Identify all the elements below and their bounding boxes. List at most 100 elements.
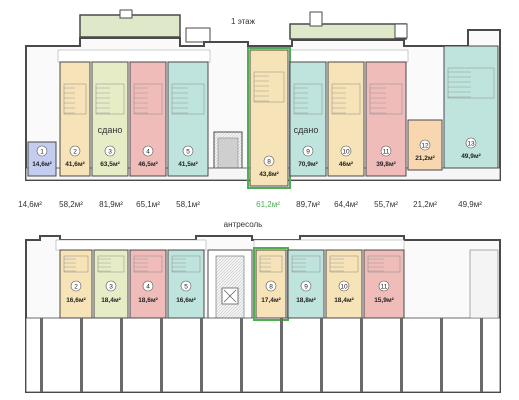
total-area-5: 58,1м² bbox=[176, 200, 200, 209]
unit-5[interactable]: 5 41,5м² bbox=[167, 61, 209, 177]
unit-area: 17,4м² bbox=[261, 297, 281, 304]
unit-number: 2 bbox=[74, 284, 78, 291]
unit-badge bbox=[419, 139, 431, 151]
unit-badge bbox=[69, 145, 81, 157]
mezz-unit-9[interactable]: 9 18,8м² bbox=[287, 249, 325, 319]
stair-icon bbox=[447, 67, 495, 99]
unit-badge bbox=[142, 280, 154, 292]
total-area-7: 89,7м² bbox=[296, 200, 320, 209]
total-area-2: 58,2м² bbox=[59, 200, 83, 209]
column-marker bbox=[480, 318, 483, 392]
unit-10[interactable]: 10 46м² bbox=[327, 61, 365, 177]
unit-area: 46м² bbox=[339, 161, 354, 168]
unit-badge bbox=[302, 145, 314, 157]
unit-area: 63,5м² bbox=[100, 161, 120, 168]
unit-badge bbox=[142, 145, 154, 157]
unit-5-area bbox=[167, 61, 209, 177]
unit-number: 3 bbox=[108, 149, 112, 156]
unit-badge bbox=[378, 280, 390, 292]
unit-area: 49,9м² bbox=[461, 153, 481, 160]
mezz-unit-3[interactable]: 318,4м² bbox=[93, 249, 129, 319]
unit-number: 4 bbox=[146, 149, 150, 156]
stair-icon bbox=[95, 83, 125, 115]
stair-icon bbox=[293, 83, 323, 115]
mezz-unit-5[interactable]: 516,6м² bbox=[167, 249, 205, 319]
column-marker bbox=[400, 318, 403, 392]
unit-9-area bbox=[289, 61, 327, 177]
stair-icon bbox=[133, 83, 163, 115]
mezz-unit-8[interactable]: 8 17,4м² bbox=[253, 247, 289, 321]
unit-area: 18,8м² bbox=[296, 297, 316, 304]
stair-icon bbox=[171, 83, 205, 115]
unit-number: 2 bbox=[73, 149, 77, 156]
column-marker bbox=[120, 318, 123, 392]
unit-badge bbox=[70, 280, 82, 292]
unit-11-area bbox=[365, 61, 407, 177]
mezz-unit-11[interactable]: 11 15,9м² bbox=[363, 249, 405, 319]
column-marker bbox=[320, 318, 323, 392]
stair-icon bbox=[331, 83, 361, 115]
unit-13[interactable]: 13 49,9м² bbox=[443, 45, 499, 169]
unit-10-area bbox=[327, 61, 365, 177]
total-area-9: 55,7м² bbox=[374, 200, 398, 209]
mezz-unit-4[interactable]: 4 18,6м² bbox=[129, 249, 167, 319]
unit-badge bbox=[182, 145, 194, 157]
total-area-8: 64,4м² bbox=[334, 200, 358, 209]
stair-icon bbox=[97, 255, 125, 273]
unit-badge bbox=[265, 280, 277, 292]
unit-number: 9 bbox=[304, 284, 308, 291]
unit-area: 46,5м² bbox=[138, 161, 158, 168]
stair-icon bbox=[259, 255, 283, 273]
unit-badge bbox=[36, 145, 48, 157]
total-area-4: 65,1м² bbox=[136, 200, 160, 209]
unit-area: 14,6м² bbox=[32, 161, 52, 168]
unit-13-area bbox=[443, 45, 499, 169]
unit-8[interactable]: 8 43,8м² bbox=[247, 47, 291, 189]
unit-number: 5 bbox=[186, 149, 190, 156]
unit-badge bbox=[340, 145, 352, 157]
unit-number: 11 bbox=[381, 284, 388, 291]
unit-badge bbox=[380, 145, 392, 157]
unit-badge bbox=[465, 137, 477, 149]
unit-area: 41,5м² bbox=[178, 161, 198, 168]
stair-icon bbox=[367, 255, 401, 273]
unit-area: 39,8м² bbox=[376, 161, 396, 168]
stair-icon bbox=[253, 71, 285, 103]
mezz-unit-2[interactable]: 216,6м² bbox=[59, 249, 93, 319]
unit-number: 13 bbox=[467, 141, 475, 148]
column-marker bbox=[200, 318, 203, 392]
unit-2[interactable]: 241,6м² bbox=[59, 61, 91, 177]
column-marker bbox=[440, 318, 443, 392]
unit-number: 10 bbox=[342, 149, 350, 156]
unit-number: 5 bbox=[184, 284, 188, 291]
unit-number: 1 bbox=[40, 149, 44, 156]
column-marker bbox=[40, 318, 43, 392]
unit-number: 8 bbox=[267, 159, 271, 166]
unit-area: 15,9м² bbox=[374, 297, 394, 304]
unit-area: 70,9м² bbox=[298, 161, 318, 168]
unit-area: 43,8м² bbox=[259, 171, 279, 178]
unit-4[interactable]: 4 46,5м² bbox=[129, 61, 167, 177]
stair-icon bbox=[133, 255, 163, 273]
total-area-11: 49,9м² bbox=[458, 200, 482, 209]
unit-9[interactable]: 970,9м² bbox=[289, 61, 327, 177]
stair-icon bbox=[63, 83, 87, 115]
unit-number: 8 bbox=[269, 284, 273, 291]
unit-area: 18,6м² bbox=[138, 297, 158, 304]
unit-badge bbox=[180, 280, 192, 292]
floor1-units: 1 14,6м² 241,6м² 3 63,5м² 4 46,5м² 5 41,5м² 8 43,8… bbox=[27, 45, 499, 189]
unit-badge bbox=[105, 280, 117, 292]
floor1-title: 1 этаж bbox=[231, 17, 256, 26]
stair-icon bbox=[291, 255, 321, 273]
unit-number: 4 bbox=[146, 284, 150, 291]
unit-4-area bbox=[129, 61, 167, 177]
mezzanine-title: антресоль bbox=[224, 220, 263, 229]
unit-1[interactable]: 1 14,6м² bbox=[27, 141, 57, 177]
unit-3[interactable]: 3 63,5м² bbox=[91, 61, 129, 177]
stair-icon bbox=[369, 83, 403, 115]
